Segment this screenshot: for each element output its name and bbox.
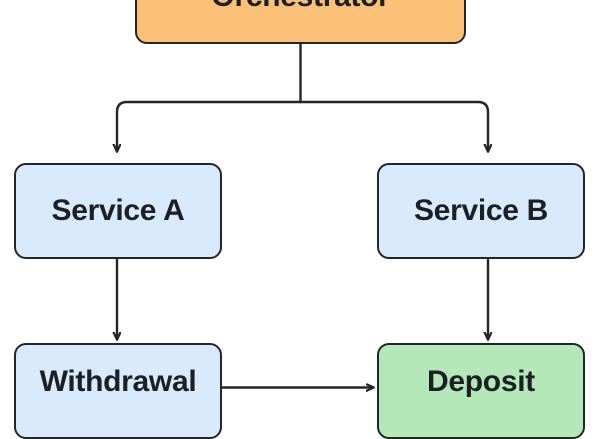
edge-orchestrator-to-service-b [299, 100, 489, 151]
node-orchestrator[interactable]: Orchestrator [135, 0, 466, 44]
node-deposit-label: Deposit [427, 365, 535, 398]
node-withdrawal[interactable]: Withdrawal [14, 343, 222, 439]
edge-layer [0, 42, 600, 400]
node-service-b-label: Service B [413, 194, 549, 227]
node-deposit[interactable]: Deposit [377, 343, 585, 439]
node-orchestrator-label: Orchestrator [211, 0, 389, 12]
node-service-a-label: Service A [51, 194, 185, 227]
node-service-a[interactable]: Service A [14, 163, 222, 259]
node-service-b[interactable]: Service B [377, 163, 585, 259]
edge-orchestrator-to-service-a [117, 100, 302, 151]
node-withdrawal-label: Withdrawal [39, 365, 197, 398]
